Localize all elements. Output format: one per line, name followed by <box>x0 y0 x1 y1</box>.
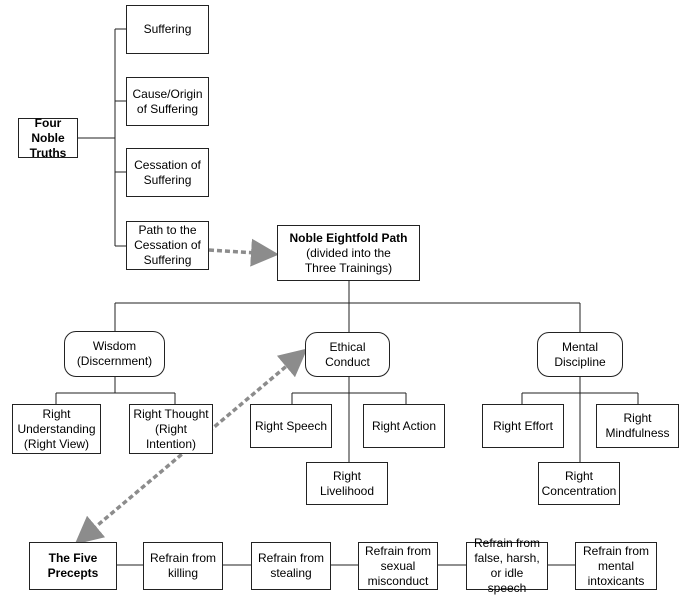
right-concentration-node: Right Concentration <box>538 462 620 505</box>
wisdom-node: Wisdom (Discernment) <box>64 331 165 377</box>
refrain-killing-node: Refrain from killing <box>143 542 223 590</box>
cause-origin-node: Cause/Origin of Suffering <box>126 77 209 126</box>
ethical-conduct-node: Ethical Conduct <box>305 332 390 377</box>
refrain-intoxicants-node: Refrain from mental intoxicants <box>575 542 657 590</box>
cessation-node: Cessation of Suffering <box>126 148 209 197</box>
refrain-sexual-misconduct-node: Refrain from sexual misconduct <box>358 542 438 590</box>
four-noble-truths-node: Four Noble Truths <box>18 116 78 160</box>
noble-eightfold-path-title: Noble Eightfold Path <box>289 230 408 245</box>
five-precepts-node: The Five Precepts <box>29 542 117 590</box>
right-effort-node: Right Effort <box>482 404 564 448</box>
right-speech-node: Right Speech <box>250 404 332 448</box>
refrain-false-speech-node: Refrain from false, harsh, or idle speec… <box>466 536 548 595</box>
noble-eightfold-path-node: Noble Eightfold Path (divided into the T… <box>277 225 420 281</box>
right-action-node: Right Action <box>363 404 445 448</box>
refrain-stealing-node: Refrain from stealing <box>251 542 331 590</box>
dashed-arrow-path-link <box>208 238 279 267</box>
right-thought-node: Right Thought (Right Intention) <box>129 404 213 454</box>
noble-eightfold-path-subtitle: (divided into the Three Trainings) <box>304 245 393 275</box>
right-livelihood-node: Right Livelihood <box>306 462 388 505</box>
right-mindfulness-node: Right Mindfulness <box>596 404 679 448</box>
suffering-node: Suffering <box>126 5 209 54</box>
right-understanding-node: Right Understanding (Right View) <box>12 404 101 454</box>
path-to-cessation-node: Path to the Cessation of Suffering <box>126 221 209 270</box>
mental-discipline-node: Mental Discipline <box>537 332 623 377</box>
